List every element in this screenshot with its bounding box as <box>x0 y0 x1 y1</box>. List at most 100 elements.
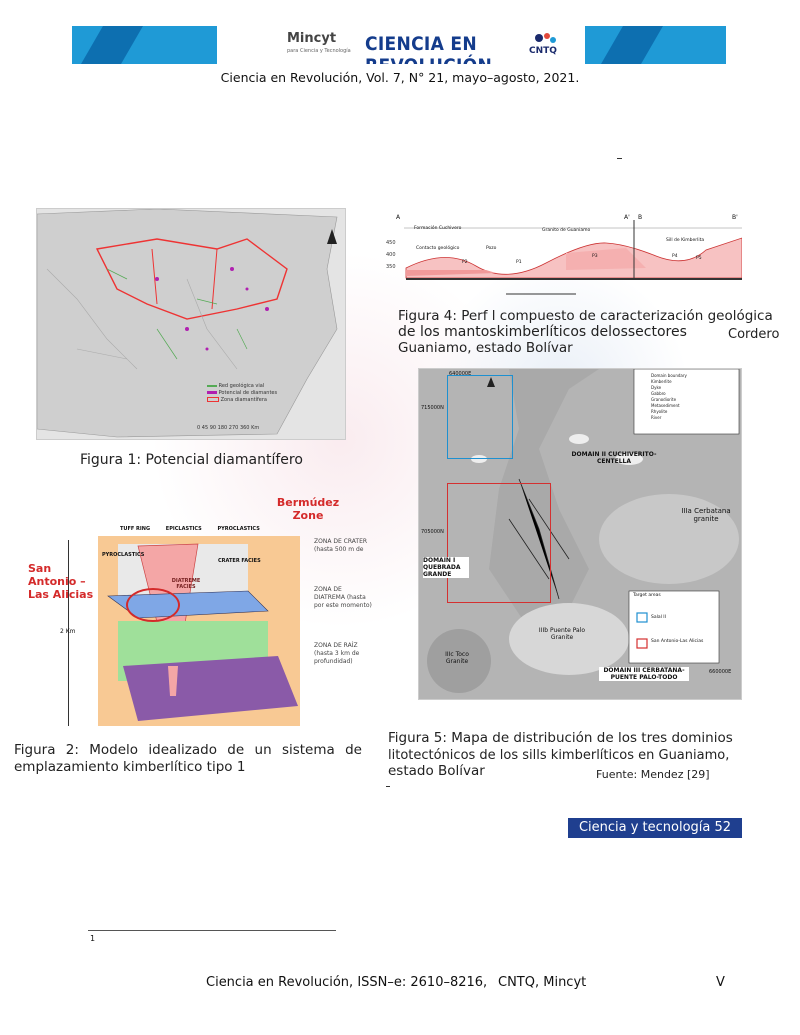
diatreme-label: DIATREME FACIES <box>171 578 201 590</box>
section-ribbon: Ciencia y tecnología 52 <box>568 818 742 838</box>
fig2-zone-labels: ZONA DE CRATER (hasta 500 m de ZONA DE D… <box>314 538 374 666</box>
cntq-logo-icon <box>535 33 556 43</box>
target-san-antonio-label: San Antonio-Las Alicias <box>651 639 704 644</box>
header-banner: Mincyt para Ciencia y Tecnología CIENCIA… <box>72 26 726 64</box>
depth-label: 2 Km <box>60 628 76 635</box>
footer-org: CNTQ, Mincyt <box>498 975 587 990</box>
figure-4-profile: 450 400 350 A A' B B' Formación Cuchiver… <box>366 208 743 304</box>
target-box-san-antonio <box>447 483 551 603</box>
fig5-legend-item: Granodiorite <box>651 397 677 402</box>
fig4-label-contact: Contacto geológico <box>416 246 460 251</box>
figure-5-caption-line1: Figura 5: Mapa de distribución de los tr… <box>388 730 733 746</box>
fig4-label-p2: P2 <box>462 260 468 265</box>
fig4-elevations: 450 400 350 <box>386 234 396 276</box>
footnote-number: 1 <box>90 934 96 943</box>
mincyt-logo: Mincyt <box>287 31 337 46</box>
figure-1-caption: Figura 1: Potencial diamantífero <box>80 452 303 468</box>
fig5-legend-item: Metasediment <box>651 403 680 408</box>
coord-640000e: 640000E <box>449 371 472 377</box>
mincyt-subtitle: para Ciencia y Tecnología <box>287 48 351 54</box>
fig1-legend: Red geológica vial Potencial de diamante… <box>207 383 277 404</box>
zone-root-label: ZONA DE RAÍZ (hasta 3 km de profundidad) <box>314 642 360 665</box>
fig2-top-labels: TUFF RING EPICLASTICS PYROCLASTICS <box>120 526 300 532</box>
figure-2-diagram: DIATREME FACIES CRATER FACIES PYROCLASTI… <box>98 536 300 726</box>
epiclastics-label: EPICLASTICS <box>165 526 202 532</box>
domain-iii-label: DOMAIN III CERBATANA-PUENTE PALO-TODO <box>599 667 689 681</box>
domain-i-label: DOMAIN I QUEBRADA GRANDE <box>423 557 469 578</box>
point-a-prime: A' <box>624 214 630 221</box>
venezuela-map-svg <box>37 209 338 438</box>
figure-5-map: Domain boundary Kimberlite Dyke Gabbro G… <box>418 368 742 700</box>
footer-issn: Ciencia en Revolución, ISSN–e: 2610–8216… <box>206 975 488 990</box>
fig4-label-p4: P4 <box>672 254 678 259</box>
banner-stripe <box>81 26 143 64</box>
fig4-label-p5: P5 <box>696 256 702 261</box>
fig4-label-pozo: Pozo <box>486 246 497 251</box>
coord-705000n: 705000N <box>421 529 444 535</box>
fig1-scale-unit: Km <box>251 425 260 431</box>
domain-map-svg <box>419 369 741 699</box>
figure-5-source: Fuente: Mendez [29] <box>596 768 710 781</box>
point-a: A <box>396 214 401 221</box>
geological-profile-svg <box>404 220 743 295</box>
bermudez-zone-label: Bermúdez Zone <box>276 496 340 522</box>
fig4-label-p3: P3 <box>592 254 598 259</box>
crater-label: CRATER FACIES <box>218 558 261 564</box>
coord-715000n: 715000N <box>421 405 444 411</box>
stray-mark <box>617 158 622 159</box>
san-antonio-highlight <box>126 588 180 622</box>
cntq-logo-text: CNTQ <box>529 46 557 56</box>
fig5-legend-item: Rhyolite <box>651 409 668 414</box>
journal-line: Ciencia en Revolución, Vol. 7, N° 21, ma… <box>220 70 580 85</box>
figure-4-caption-line1: Figura 4: Perf l compuesto de caracteriz… <box>398 308 773 324</box>
domain-ii-label: DOMAIN II CUCHIVERITO-CENTELLA <box>571 451 657 465</box>
fig1-legend-item: Potencial de diamantes <box>218 390 278 396</box>
fig5-legend-item: Kimberlite <box>651 379 672 384</box>
pyroclastics-label: PYROCLASTICS <box>217 526 260 532</box>
fig4-label-p1: P1 <box>516 260 522 265</box>
footer-page-mark: V <box>716 975 725 990</box>
target-box-salal <box>447 375 513 459</box>
fig1-scale-label: 0 45 90 180 270 360 <box>197 425 250 431</box>
fig4-elevation: 450 <box>386 240 396 246</box>
san-antonio-label: San Antonio – Las Alicias <box>28 562 94 601</box>
banner-title: CIENCIA EN REVOLUCIÓN <box>365 33 492 64</box>
fig4-elevation: 400 <box>386 252 396 258</box>
fig1-scale: 0 45 90 180 270 360 Km <box>197 425 259 431</box>
fig4-elevation: 350 <box>386 264 396 270</box>
fig5-legend-item: Dyke <box>651 385 662 390</box>
target-salal-label: Salal II <box>651 615 666 620</box>
pyroclastics-left-label: PYROCLASTICS <box>102 552 145 558</box>
zone-diatreme-label: ZONA DE DIATREMA (hasta por este momento… <box>314 586 372 609</box>
kimberlite-model-svg <box>107 543 298 721</box>
tuff-ring-label: TUFF RING <box>120 526 151 532</box>
fig5-legend: Domain boundary Kimberlite Dyke Gabbro G… <box>651 373 687 421</box>
zone-crater-label: ZONA DE CRATER (hasta 500 m de <box>314 538 368 553</box>
figure-5-caption-line3: estado Bolívar <box>388 763 485 779</box>
banner-center: Mincyt para Ciencia y Tecnología CIENCIA… <box>217 26 585 64</box>
figure-4-caption-line2-end: Cordero <box>728 327 780 342</box>
footnote-rule <box>88 930 336 931</box>
fig4-label-formation: Formación Cuchivero <box>414 226 462 231</box>
point-b: B <box>638 214 643 221</box>
figure-4-caption-line2: de los mantoskimberlíticos delossectores <box>398 324 687 340</box>
domain-iiia-label: IIIa Cerbatana granite <box>681 507 731 523</box>
fig1-legend-item: Zona diamantífera <box>220 397 267 403</box>
fig1-legend-item: Red geológica vial <box>218 383 265 389</box>
domain-iiic-label: IIIc Toco Granite <box>445 651 469 665</box>
banner-stripe <box>601 26 663 64</box>
fig5-legend-item: River <box>651 415 662 420</box>
fig5-legend-item: Gabbro <box>651 391 666 396</box>
point-b-prime: B' <box>732 214 738 221</box>
figure-1-map: Red geológica vial Potencial de diamante… <box>36 208 346 440</box>
figure-2-caption: Figura 2: Modelo idealizado de un sistem… <box>14 742 362 775</box>
stray-mark <box>386 786 390 787</box>
target-areas-title: Target areas <box>633 593 661 598</box>
domain-iiib-label: IIIb Puente Palo Granite <box>538 627 586 641</box>
coord-660000e: 660000E <box>709 669 732 675</box>
figure-4-caption-line3: Guaniamo, estado Bolívar <box>398 340 573 356</box>
figure-5-caption-line2: litotectónicos de los sills kimberlítico… <box>388 748 730 763</box>
fig4-label-granite: Granito de Guaniamo <box>542 228 591 233</box>
fig4-label-sill: Sill de Kimberlita <box>666 238 705 243</box>
fig5-legend-item: Domain boundary <box>651 373 687 378</box>
